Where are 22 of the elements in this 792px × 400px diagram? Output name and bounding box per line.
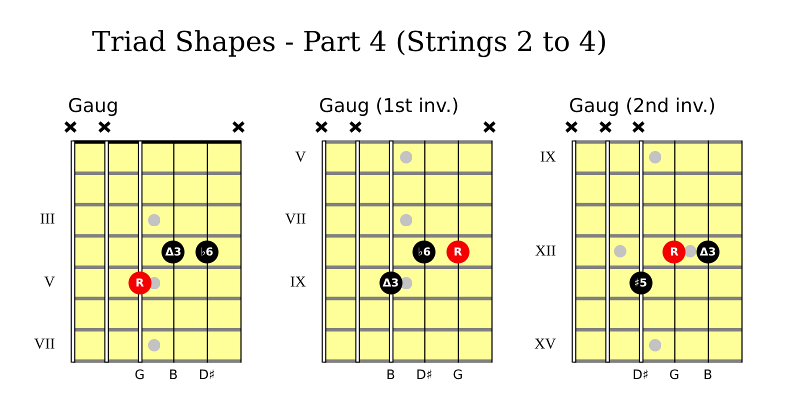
- fret-number: VII: [34, 336, 55, 354]
- chord-name: Gaug (2nd inv.): [569, 95, 716, 117]
- string-note-name: B: [386, 368, 396, 384]
- fret-number: XII: [535, 243, 556, 260]
- fret-number: III: [40, 212, 55, 229]
- string-note-name: D♯: [416, 368, 432, 384]
- fret-number: XV: [534, 336, 556, 354]
- string-note-name: G: [669, 368, 680, 384]
- fret-number: IX: [540, 149, 556, 166]
- fret-number: VII: [285, 212, 306, 229]
- fret-number: V: [295, 149, 306, 166]
- string-note-name: G: [134, 368, 145, 384]
- chord-name: Gaug: [68, 95, 118, 117]
- string-note-name: D♯: [632, 368, 649, 384]
- string-note-name: D♯: [198, 368, 216, 384]
- string-note-name: B: [168, 368, 178, 384]
- string-note-name: G: [452, 368, 463, 384]
- chord-name: Gaug (1st inv.): [319, 95, 459, 117]
- string-note-name: B: [703, 368, 712, 384]
- fret-number: V: [44, 274, 55, 292]
- title: Triad Shapes - Part 4 (Strings 2 to 4): [92, 25, 608, 59]
- fret-number: IX: [290, 274, 306, 292]
